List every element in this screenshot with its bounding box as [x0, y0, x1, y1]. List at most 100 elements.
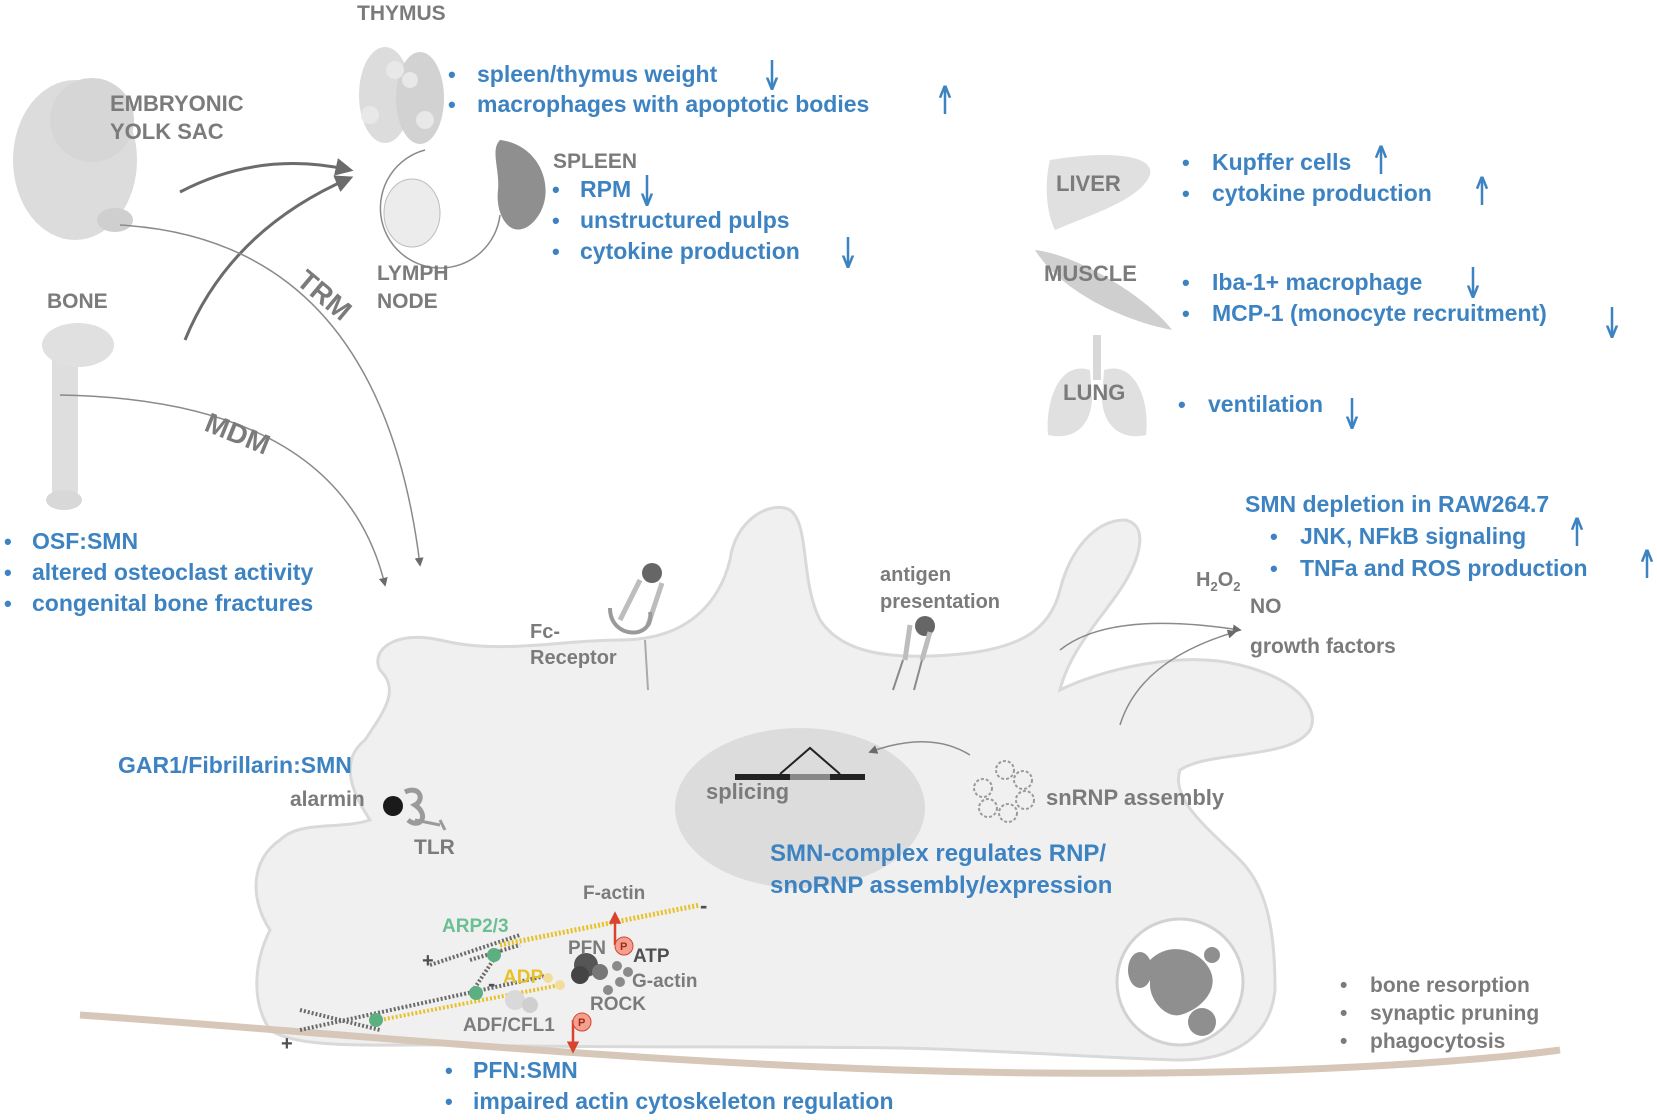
spleen-icon: [495, 140, 546, 230]
fc-receptor-icon: [608, 563, 665, 691]
secretion-arrow-1: [1059, 622, 1242, 651]
lung-icon: [1047, 335, 1147, 437]
bone-label: BONE: [47, 290, 108, 313]
antigen-label-1: antigen: [880, 564, 951, 586]
adp-label: ADP: [503, 967, 543, 988]
function-phagocytosis: phagocytosis: [1370, 1030, 1505, 1053]
antigen-label-2: presentation: [880, 591, 1000, 613]
spleen-label: SPLEEN: [553, 150, 637, 173]
bullet: •: [1182, 301, 1190, 326]
finding-osteoclast: altered osteoclast activity: [32, 559, 313, 585]
f-actin-minus: -: [700, 893, 707, 918]
finding-iba1: Iba-1+ macrophage: [1212, 269, 1422, 295]
function-synaptic-pruning: synaptic pruning: [1370, 1002, 1539, 1025]
f-actin-label: F-actin: [583, 883, 645, 904]
bullet: •: [4, 591, 12, 616]
plus-sign-lower: +: [281, 1033, 293, 1055]
snrnp-label: snRNP assembly: [1046, 785, 1225, 810]
raw-jnk-nfkb: JNK, NFkB signaling: [1300, 523, 1526, 549]
nucleus: [675, 728, 925, 888]
rock-label: ROCK: [590, 994, 646, 1015]
no-label: NO: [1250, 595, 1282, 618]
bullet: •: [1182, 270, 1190, 295]
finding-bone-fractures: congenital bone fractures: [32, 590, 313, 616]
function-bone-resorption: bone resorption: [1370, 974, 1530, 997]
tlr-icon: [383, 787, 447, 831]
thymus-icon: [359, 47, 444, 144]
splicing-label: splicing: [706, 779, 789, 804]
muscle-label: MUSCLE: [1044, 261, 1137, 286]
finding-kupffer: Kupffer cells: [1212, 149, 1351, 175]
snrnp-ring-icon: [973, 760, 1035, 823]
thymus-findings: • spleen/thymus weight • macrophages wit…: [448, 60, 945, 117]
bullet: •: [1340, 1002, 1347, 1025]
lymph-node-icon: [379, 149, 501, 269]
plus-sign-upper: +: [422, 950, 434, 972]
finding-ventilation: ventilation: [1208, 391, 1323, 417]
bullet: •: [448, 62, 456, 87]
bullet: •: [1178, 392, 1186, 417]
bullet: •: [552, 239, 560, 264]
liver-icon: [1046, 155, 1151, 230]
embryonic-label: EMBRYONIC: [110, 91, 244, 116]
spleen-findings: • RPM • unstructured pulps • cytokine pr…: [552, 175, 848, 264]
bullet: •: [1270, 556, 1278, 581]
substrate-line: [79, 1011, 1561, 1077]
growth-factors-label: growth factors: [1250, 635, 1396, 658]
raw264-findings: SMN depletion in RAW264.7 • JNK, NFkB si…: [1245, 491, 1647, 581]
bullet: •: [445, 1058, 453, 1083]
raw-title: SMN depletion in RAW264.7: [1245, 491, 1549, 517]
bone-findings: • OSF:SMN • altered osteoclast activity …: [4, 528, 313, 616]
bullet: •: [552, 177, 560, 202]
bone-icon: [42, 323, 114, 510]
lymph-label: LYMPH: [377, 262, 449, 285]
tlr-label: TLR: [414, 836, 455, 859]
bullet: •: [1270, 524, 1278, 549]
bone-to-thymus-arrow: [183, 175, 354, 341]
minus-sign-lower: -: [488, 971, 495, 996]
macrophage-functions: • bone resorption • synaptic pruning • p…: [1340, 974, 1539, 1053]
finding-unstructured-pulps: unstructured pulps: [580, 207, 790, 233]
smn-complex-line-1: SMN-complex regulates RNP/: [770, 840, 1106, 867]
bullet: •: [552, 208, 560, 233]
mdm-label: MDM: [201, 407, 275, 461]
finding-spleen-cytokine: cytokine production: [580, 238, 800, 264]
smn-complex-line-2: snoRNP assembly/expression: [770, 872, 1112, 899]
phospho-p-2: P: [578, 1017, 585, 1029]
thymus-label: THYMUS: [357, 2, 446, 25]
finding-liver-cytokine: cytokine production: [1212, 180, 1432, 206]
muscle-icon: [1035, 250, 1172, 330]
yolk-sac-to-thymus-arrow: [179, 158, 354, 194]
bullet: •: [4, 560, 12, 585]
finding-rpm: RPM: [580, 176, 631, 202]
liver-findings: • Kupffer cells • cytokine production: [1182, 149, 1482, 206]
secretion-arrow-2: [1119, 629, 1237, 726]
finding-apoptotic-macrophages: macrophages with apoptotic bodies: [477, 91, 869, 117]
yolk-sac-embryo-icon: [13, 78, 137, 240]
snrnp-to-splicing-arrow: [868, 740, 971, 756]
bullet: •: [4, 529, 12, 554]
pfn-findings: • PFN:SMN • impaired actin cytoskeleton …: [445, 1057, 894, 1114]
gar1-label: GAR1/Fibrillarin:SMN: [118, 752, 352, 778]
bullet: •: [1182, 150, 1190, 175]
phagosome-icon: [1115, 917, 1245, 1047]
finding-osf-smn: OSF:SMN: [32, 528, 138, 554]
fc-receptor-label-1: Fc-: [530, 621, 560, 643]
fc-receptor-label-2: Receptor: [530, 647, 617, 669]
bullet: •: [448, 92, 456, 117]
bullet: •: [1340, 974, 1347, 997]
bullet: •: [1182, 181, 1190, 206]
h2o2-label: H2O2: [1196, 569, 1240, 594]
g-actin-label: G-actin: [632, 971, 697, 992]
finding-pfn-smn: PFN:SMN: [473, 1057, 578, 1083]
actin-cytoskeleton: [299, 902, 701, 1054]
adf-cfl1-label: ADF/CFL1: [463, 1015, 555, 1036]
mdm-arrow: [59, 394, 388, 587]
pfn-label: PFN: [568, 938, 606, 959]
arp23-label: ARP2/3: [442, 916, 509, 937]
trm-arrow: [119, 224, 424, 567]
atp-label: ATP: [633, 946, 670, 967]
lung-label: LUNG: [1063, 380, 1125, 405]
finding-spleen-thymus-weight: spleen/thymus weight: [477, 61, 718, 87]
